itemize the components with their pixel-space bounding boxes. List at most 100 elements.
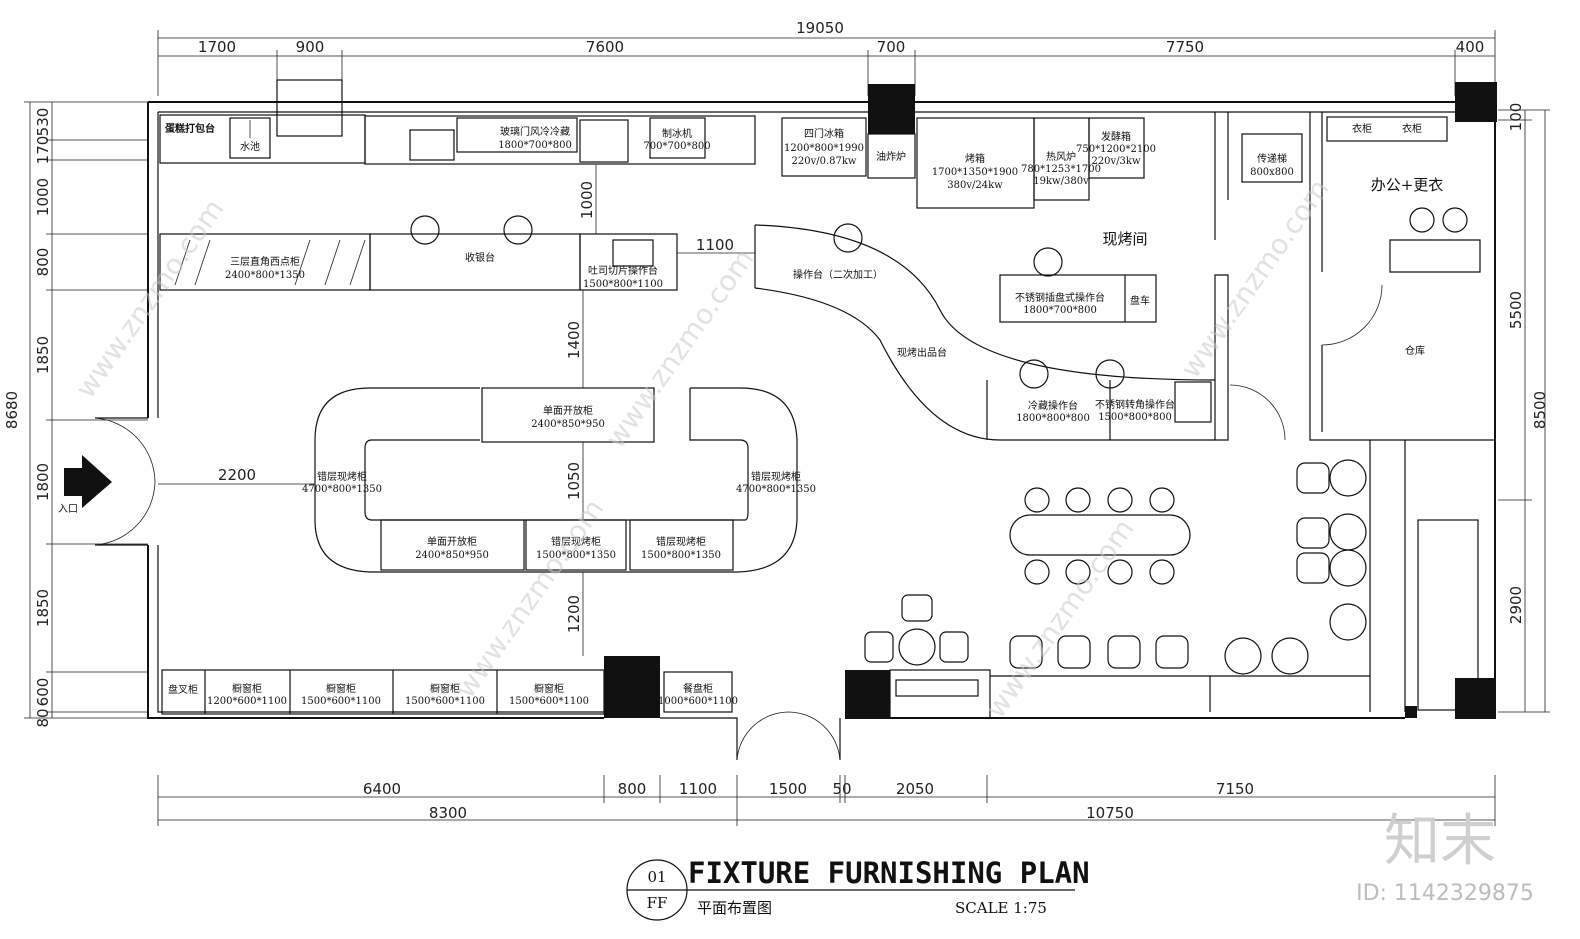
dim-right-2: 5500 [1507, 291, 1525, 329]
interior-dimensions: 1000 1100 1400 2200 1050 1200 [158, 165, 755, 656]
tier-cabinet-b2-size: 1500*800*1350 [641, 550, 721, 561]
glass-fridge-label: 玻璃门风冷冷藏 [500, 125, 570, 138]
hot-air-oven-size: 780*1253*1700 [1021, 164, 1101, 175]
column-top [868, 84, 915, 134]
dim-interior-1: 1000 [578, 181, 596, 219]
room-bake-label: 现烤间 [1102, 230, 1147, 248]
open-cabinet-bottom-size: 2400*850*950 [415, 550, 489, 561]
sink-basin-icon-2 [579, 119, 629, 163]
dim-left-3: 1000 [34, 178, 52, 216]
round-table [898, 628, 936, 666]
open-cabinet-top-size: 2400*850*950 [531, 419, 605, 430]
dim-bottom-total-right: 10750 [1086, 804, 1134, 822]
dim-overall-width: 19050 [796, 19, 844, 37]
watermark-layer: www.znzmo.com www.znzmo.com www.znzmo.co… [69, 173, 1336, 724]
ice-maker-label: 制冰机 [662, 127, 692, 140]
staff-figure-icon [1033, 247, 1063, 277]
dim-bottom-4: 1500 [769, 780, 807, 798]
drawing-title: FIXTURE FURNISHING PLAN [688, 856, 1090, 890]
cold-table-size: 1800*800*800 [1016, 413, 1090, 424]
tier-cabinet-b1-label: 错层现烤柜 [551, 535, 601, 548]
open-cabinet-bottom-label: 单面开放柜 [427, 535, 477, 548]
dim-right-3: 2900 [1507, 586, 1525, 624]
dim-left-5: 1850 [34, 336, 52, 374]
dim-top-5: 7750 [1166, 38, 1204, 56]
back-counter-row: 蛋糕打包台 水池 玻璃门风冷冷藏 1800*700*800 制冰机 700*70… [159, 114, 756, 165]
dim-top-1: 1700 [198, 38, 236, 56]
window-cabinet-2-size: 1500*600*1100 [301, 696, 381, 707]
tier-cabinet-b2-label: 错层现烤柜 [656, 535, 706, 548]
floor-code: FF [647, 894, 668, 912]
window-cabinet-2-label: 橱窗柜 [326, 682, 356, 695]
dim-bottom-5: 50 [832, 780, 851, 798]
tier-cabinet-left-label: 错层现烤柜 [317, 470, 367, 483]
watermark-text: www.znzmo.com [69, 193, 231, 404]
brand-id: ID: 1142329875 [1356, 881, 1534, 906]
top-dimension-chain: 19050 1700 900 7600 700 7750 400 [157, 19, 1496, 96]
oven-power: 380v/24kw [947, 180, 1003, 191]
open-cabinet-top-label: 单面开放柜 [543, 404, 593, 417]
locker-2-label: 衣柜 [1402, 122, 1422, 135]
dim-left-7: 1850 [34, 589, 52, 627]
interior-partitions [1214, 112, 1495, 712]
drawing-scale: SCALE 1:75 [955, 899, 1047, 917]
curved-work-tables: 操作台（二次加工） 现烤出品台 冷藏操作台 1800*800*800 不锈钢转角… [754, 223, 1216, 441]
hot-air-oven-power: 19kw/380v [1033, 176, 1089, 187]
window-cabinet-3-label: 橱窗柜 [430, 682, 460, 695]
dim-interior-3: 1400 [565, 321, 583, 359]
plate-cabinet-label: 餐盘柜 [683, 682, 713, 695]
four-door-fridge-label: 四门冰箱 [804, 127, 844, 140]
corner-table-size: 1500*800*800 [1098, 412, 1172, 423]
window-cabinet-row: 盘叉柜 橱窗柜 1200*600*1100 橱窗柜 1500*600*1100 … [161, 669, 738, 715]
four-door-fridge-power: 220v/0.87kw [792, 156, 857, 167]
dim-interior-6: 1200 [565, 595, 583, 633]
tier-cabinet-b1-size: 1500*800*1350 [536, 550, 616, 561]
dim-bottom-2: 800 [618, 780, 647, 798]
watermark-text: www.znzmo.com [979, 513, 1141, 724]
entrance: 入口 [58, 417, 156, 546]
staff-figure-icon [833, 223, 863, 253]
watermark-text: www.znzmo.com [1174, 173, 1336, 384]
window-cabinet-4-size: 1500*600*1100 [509, 696, 589, 707]
fork-cabinet-label: 盘叉柜 [168, 683, 198, 696]
dim-top-2: 900 [296, 38, 325, 56]
proofer-label: 发酵箱 [1101, 130, 1131, 143]
window-cabinet-1-size: 1200*600*1100 [207, 696, 287, 707]
staff-figure-icon [1095, 359, 1125, 389]
fryer-label: 油炸炉 [876, 150, 906, 163]
ss-table-label: 不锈钢插盘式操作台 [1015, 291, 1105, 304]
kitchen-equipment: 四门冰箱 1200*800*1990 220v/0.87kw 油炸炉 烤箱 17… [781, 116, 1448, 209]
dumbwaiter-size: 800x800 [1250, 167, 1294, 178]
column-bottom-right [1455, 678, 1495, 718]
dim-bottom-3: 1100 [679, 780, 717, 798]
watermark-text: www.znzmo.com [449, 493, 611, 704]
proofer-size: 750*1200*2100 [1076, 144, 1156, 155]
plate-cabinet-size: 1000*600*1100 [658, 696, 738, 707]
sink-basin-icon [409, 129, 455, 161]
cold-table-label: 冷藏操作台 [1028, 399, 1078, 412]
front-doors [736, 711, 841, 761]
brand-watermark: 知末 ID: 1142329875 [1356, 809, 1534, 906]
dim-overall-height: 8680 [3, 391, 21, 429]
cashier-label: 收银台 [465, 251, 495, 264]
dim-left-8: 600 [34, 678, 52, 707]
toast-table-size: 1500*800*1100 [583, 279, 663, 290]
staff-figure-icon [1019, 359, 1049, 389]
locker-1-label: 衣柜 [1352, 122, 1372, 135]
staff-figure-icon [410, 215, 440, 245]
western-cabinet-size: 2400*800*1350 [225, 270, 305, 281]
tier-cabinet-right-size: 4700*800*1350 [736, 484, 816, 495]
entrance-label: 入口 [58, 504, 78, 515]
dim-right-overall: 8500 [1531, 391, 1549, 429]
column-top-right [1455, 82, 1497, 122]
room-storage-label: 仓库 [1405, 344, 1425, 357]
window-cabinet-3-size: 1500*600*1100 [405, 696, 485, 707]
dim-right-1: 100 [1507, 103, 1525, 132]
central-display-island: 单面开放柜 2400*850*950 错层现烤柜 4700*800*1350 错… [302, 387, 816, 573]
dim-left-4: 800 [34, 248, 52, 277]
dining-area [864, 459, 1370, 719]
window-cabinet-1-label: 橱窗柜 [232, 682, 262, 695]
sink-icon [229, 117, 271, 159]
western-cabinet-label: 三层直角西点柜 [230, 255, 300, 268]
